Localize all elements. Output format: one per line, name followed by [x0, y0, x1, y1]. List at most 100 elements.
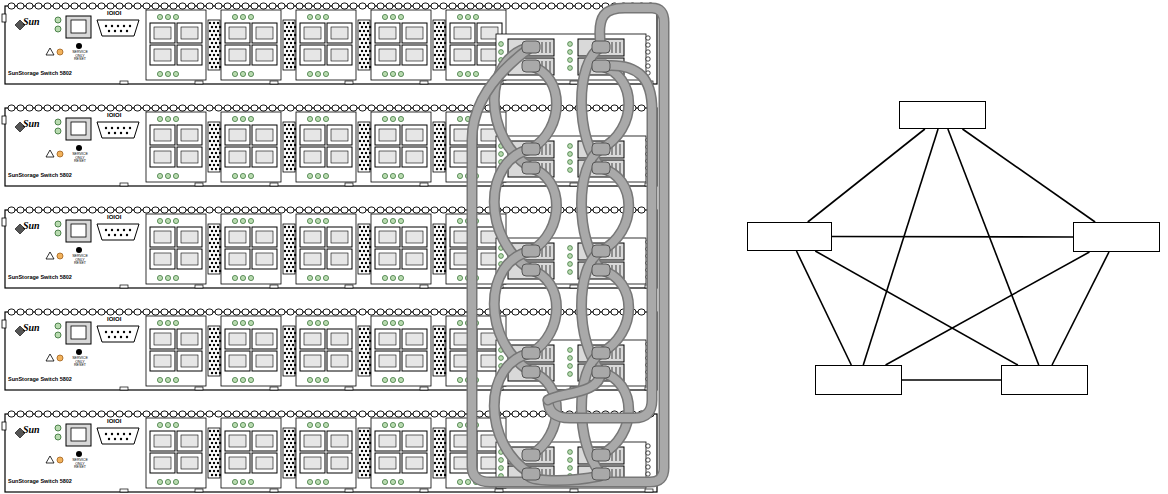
port-led	[457, 377, 462, 382]
vent-hole	[363, 22, 365, 24]
vent-slot	[8, 309, 15, 315]
sfp-cage	[406, 333, 423, 345]
vent-slot	[377, 411, 384, 417]
bottom-foot	[270, 81, 278, 84]
uplink-led	[568, 458, 573, 463]
vent-hole	[209, 148, 211, 150]
sfp-cage	[379, 231, 396, 243]
mount-ear	[2, 320, 6, 328]
vent-hole	[292, 234, 294, 236]
qsfp-fin	[550, 246, 551, 257]
vent-slot	[350, 105, 357, 111]
vent-slot	[89, 411, 96, 417]
vent-hole	[292, 438, 294, 440]
vent-hole	[284, 258, 286, 260]
vent-hole	[209, 430, 211, 432]
cable	[531, 66, 557, 149]
vent-slot	[215, 207, 222, 213]
vent-hole	[284, 140, 286, 142]
vent-slot	[350, 309, 357, 315]
vent-hole	[440, 466, 442, 468]
bottom-foot	[270, 387, 278, 390]
vent-hole	[434, 124, 436, 126]
port-led	[390, 71, 395, 76]
serial-pin	[117, 331, 119, 333]
vent-slot	[44, 3, 51, 9]
sfp-cage	[406, 129, 423, 141]
vent-hole	[217, 124, 219, 126]
vent-panel	[283, 428, 295, 478]
vent-slot	[242, 309, 249, 315]
vent-hole	[286, 474, 288, 476]
vent-slot	[530, 207, 537, 213]
vent-hole	[367, 258, 369, 260]
vent-hole	[215, 450, 217, 452]
vent-slot	[233, 207, 240, 213]
sfp-port	[177, 147, 202, 167]
vent-slot	[314, 411, 321, 417]
sfp-cage	[256, 333, 273, 345]
vent-hole	[361, 442, 363, 444]
vent-hole	[292, 22, 294, 24]
vent-panel	[358, 428, 370, 478]
vent-hole	[286, 372, 288, 374]
port-led	[165, 71, 170, 76]
vent-hole	[436, 238, 438, 240]
vent-hole	[217, 226, 219, 228]
serial-pin	[126, 30, 128, 32]
vent-hole	[213, 258, 215, 260]
port-group-frame	[146, 112, 206, 182]
vent-slot	[593, 309, 600, 315]
port-group-frame	[221, 418, 281, 488]
vent-hole	[213, 360, 215, 362]
vent-panel	[208, 428, 220, 478]
vent-hole	[284, 148, 286, 150]
vent-slot	[395, 3, 402, 9]
bottom-foot	[120, 81, 128, 84]
vent-hole	[363, 30, 365, 32]
vent-hole	[434, 234, 436, 236]
vent-hole	[365, 160, 367, 162]
vent-panel	[283, 326, 295, 376]
port-led	[315, 173, 320, 178]
uplink-led	[568, 152, 573, 157]
vent-hole	[213, 124, 215, 126]
vent-hole	[288, 46, 290, 48]
vent-hole	[213, 164, 215, 166]
sfp-port	[375, 147, 400, 167]
vent-hole	[359, 352, 361, 354]
vent-hole	[361, 66, 363, 68]
vent-hole	[217, 164, 219, 166]
indicator-dot	[646, 64, 650, 68]
vent-hole	[290, 42, 292, 44]
vent-panel	[433, 122, 445, 172]
vent-hole	[367, 446, 369, 448]
vent-slot	[107, 309, 114, 315]
port-led	[398, 275, 403, 280]
port-led	[240, 218, 245, 223]
vent-slot	[125, 105, 132, 111]
vent-hole	[436, 364, 438, 366]
vent-hole	[361, 42, 363, 44]
vent-hole	[436, 230, 438, 232]
vent-hole	[365, 50, 367, 52]
vent-slot	[512, 3, 519, 9]
port-led	[315, 479, 320, 484]
sfp-cage	[181, 27, 198, 39]
bottom-foot	[120, 489, 128, 492]
port-group-frame	[371, 214, 431, 284]
vent-hole	[215, 348, 217, 350]
vent-hole	[367, 226, 369, 228]
sfp-cage	[154, 435, 171, 447]
vent-hole	[284, 242, 286, 244]
vent-slot	[449, 411, 456, 417]
port-led	[382, 116, 387, 121]
vent-hole	[438, 336, 440, 338]
vent-hole	[215, 238, 217, 240]
mount-ear	[2, 14, 6, 22]
port-led	[323, 377, 328, 382]
vent-slot	[368, 411, 375, 417]
vent-hole	[365, 58, 367, 60]
port-led	[157, 422, 162, 427]
bottom-foot	[270, 489, 278, 492]
